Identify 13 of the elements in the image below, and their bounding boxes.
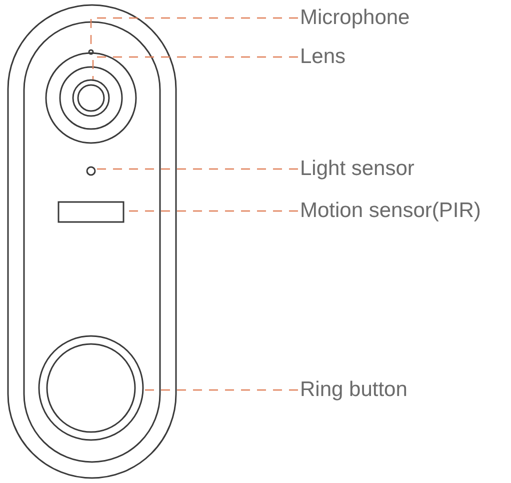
microphone-hole xyxy=(88,49,94,55)
leader-line xyxy=(142,389,298,391)
part-label: Lens xyxy=(300,45,346,69)
motion-sensor-window xyxy=(58,201,124,223)
part-label: Microphone xyxy=(300,6,410,30)
part-label: Motion sensor(PIR) xyxy=(300,199,481,223)
part-label: Ring button xyxy=(300,378,408,402)
leader-line xyxy=(92,56,298,80)
camera-lens xyxy=(72,79,110,117)
leader-line xyxy=(94,168,298,170)
light-sensor-hole xyxy=(86,166,96,176)
ring-button xyxy=(38,335,144,441)
part-label: Light sensor xyxy=(300,157,414,181)
